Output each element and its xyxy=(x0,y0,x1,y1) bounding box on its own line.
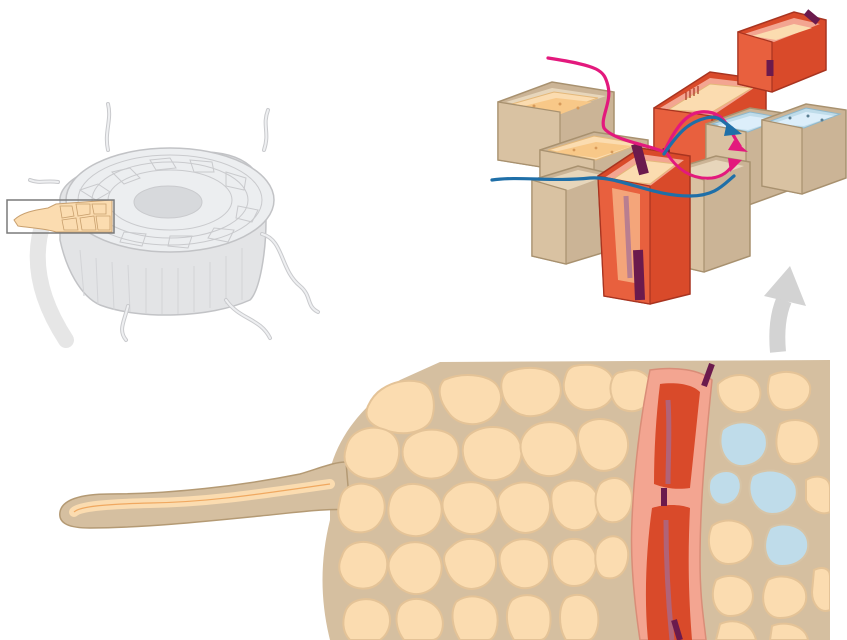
cell-block-3d xyxy=(492,12,846,304)
endodermis-cell-front xyxy=(598,144,690,304)
root-hair xyxy=(60,462,350,528)
zoomed-root-tissue xyxy=(60,360,830,640)
curved-up-arrow-icon xyxy=(764,266,806,352)
endodermis-band xyxy=(631,364,712,640)
highlighted-cortex-wedge xyxy=(7,200,114,233)
